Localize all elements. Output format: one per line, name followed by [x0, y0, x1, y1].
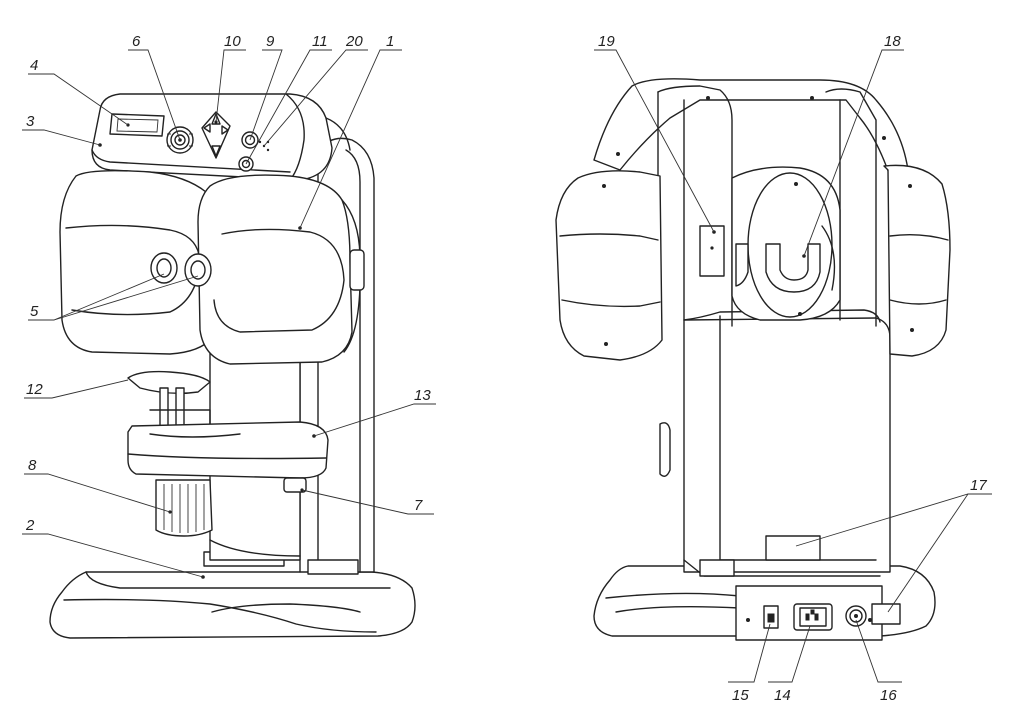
callout-4: 4 — [30, 57, 38, 74]
rear-body — [683, 309, 891, 577]
optics-window — [731, 166, 841, 321]
callout-8: 8 — [28, 457, 37, 474]
adjustment-mechanism — [127, 421, 329, 493]
callout-6: 6 — [132, 33, 141, 50]
base — [49, 571, 416, 639]
rear-view — [555, 78, 951, 641]
display-window — [109, 113, 165, 137]
callout-14: 14 — [774, 687, 791, 704]
eyepieces — [150, 252, 212, 287]
callout-7: 7 — [414, 497, 423, 514]
callout-2: 2 — [25, 517, 35, 534]
callout-labels: 1 2 3 4 5 6 7 8 9 10 11 12 13 14 15 16 1… — [25, 33, 987, 704]
rear-left-housing — [555, 170, 663, 361]
connector-panel — [735, 585, 901, 641]
callout-5: 5 — [30, 303, 39, 320]
leader-lines — [22, 49, 992, 683]
callout-16: 16 — [880, 687, 897, 704]
callout-20: 20 — [345, 33, 363, 50]
right-lens-housing — [197, 174, 365, 365]
callout-3: 3 — [26, 113, 35, 130]
callout-11: 11 — [312, 33, 328, 50]
front-view — [49, 93, 416, 639]
callout-10: 10 — [224, 33, 241, 50]
callout-9: 9 — [266, 33, 275, 50]
callout-13: 13 — [414, 387, 431, 404]
label-plate — [699, 225, 725, 277]
rear-right-housing — [883, 164, 951, 357]
height-knob — [155, 479, 213, 537]
callout-1: 1 — [386, 33, 394, 50]
direction-pad — [201, 111, 231, 159]
callout-12: 12 — [26, 381, 43, 398]
callout-18: 18 — [884, 33, 901, 50]
callout-19: 19 — [598, 33, 615, 50]
callout-15: 15 — [732, 687, 749, 704]
side-tab — [659, 422, 671, 477]
chin-rest — [127, 370, 211, 433]
callout-17: 17 — [970, 477, 987, 494]
